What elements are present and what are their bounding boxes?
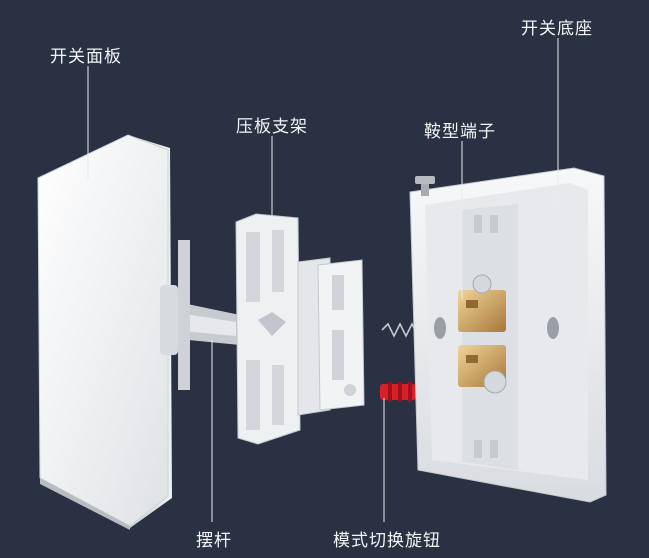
rocker-lever (160, 240, 240, 390)
mode-switch-knob (380, 382, 416, 402)
label-pressure-bracket: 压板支架 (236, 117, 308, 137)
label-saddle-terminal: 鞍型端子 (424, 122, 496, 142)
label-switch-panel: 开关面板 (50, 47, 122, 67)
label-mode-switch-knob: 模式切换旋钮 (333, 531, 441, 551)
label-rocker-lever: 摆杆 (196, 531, 232, 551)
switch-base (409, 167, 607, 503)
label-switch-base: 开关底座 (521, 19, 593, 39)
switch-panel (37, 134, 172, 530)
pressure-bracket (235, 213, 365, 445)
saddle-terminal (458, 274, 507, 394)
